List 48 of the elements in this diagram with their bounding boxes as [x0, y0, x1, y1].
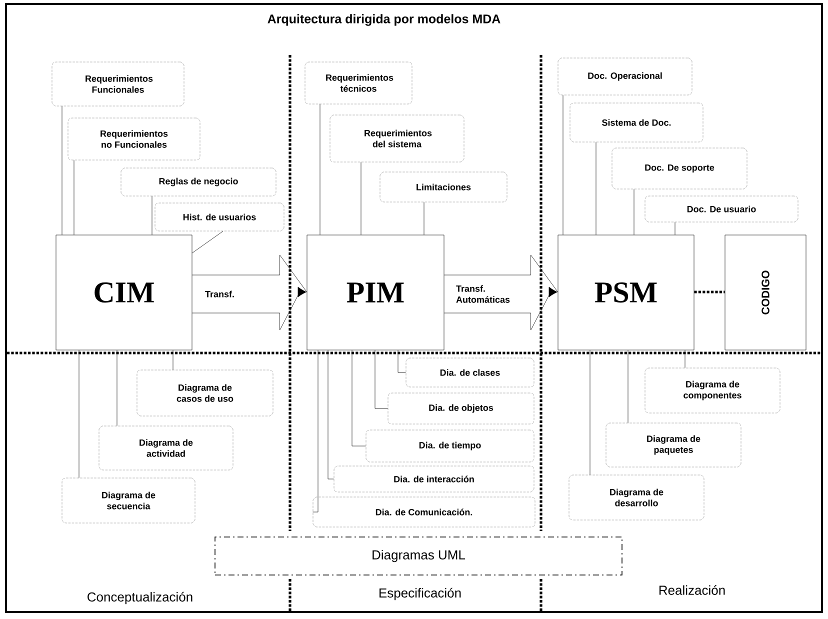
- section-label: Conceptualización: [88, 592, 192, 604]
- note-box: Requerimientos no Funcionales: [68, 118, 200, 160]
- note-box: Requerimientos técnicos: [304, 62, 412, 104]
- leader-line: [192, 231, 224, 254]
- title: Arquitectura dirigida por modelos MDA: [268, 14, 500, 26]
- note-box: Doc. De usuario: [644, 196, 798, 222]
- leader-line: [674, 222, 676, 235]
- note-box: Diagrama de secuencia: [62, 478, 196, 524]
- note-box: Diagrama de componentes: [644, 368, 780, 414]
- note-box: Diagrama de desarrollo: [568, 474, 704, 520]
- note-box: Doc. De soporte: [612, 148, 748, 190]
- leader-line: [172, 350, 174, 370]
- block-arrow: [444, 254, 558, 330]
- note-box: Dia. de tiempo: [366, 430, 534, 462]
- note-box: Dia. de objetos: [388, 392, 534, 424]
- section-label: Realización: [659, 585, 725, 595]
- note-box: Dia. de Comunicación.: [312, 496, 536, 528]
- leader-line: [684, 350, 686, 368]
- edge-label: Transf. Automáticas: [456, 285, 510, 303]
- leader-line: [374, 350, 388, 409]
- model-box: PIM: [306, 234, 444, 350]
- note-box: Doc. Operacional: [558, 58, 692, 96]
- note-box: Reglas de negocio: [120, 168, 276, 196]
- code-box: CODIGO: [724, 234, 806, 350]
- model-box: CIM: [56, 234, 192, 350]
- leader-line: [352, 350, 366, 446]
- note-box: Dia. de clases: [406, 358, 534, 388]
- dotted-connector: [694, 290, 725, 294]
- note-box: Requerimientos Funcionales: [52, 62, 184, 106]
- note-box: Requerimientos del sistema: [330, 114, 464, 162]
- note-box: Dia. de interacción: [334, 466, 534, 492]
- section-label: Especificación: [380, 588, 461, 600]
- leader-line: [562, 95, 564, 235]
- leader-line: [116, 350, 118, 426]
- note-box: Diagrama de paquetes: [606, 422, 742, 468]
- note-box: Hist. de usuarios: [154, 202, 284, 232]
- model-box: PSM: [558, 234, 694, 350]
- edge-label: Transf.: [205, 290, 234, 298]
- leader-line: [398, 350, 406, 373]
- leader-line: [312, 350, 318, 512]
- leader-line: [360, 162, 362, 235]
- note-box: Limitaciones: [380, 172, 508, 202]
- leader-line: [78, 350, 80, 478]
- note-box: Diagrama de casos de uso: [136, 370, 274, 416]
- note-box: Sistema de Doc.: [570, 102, 704, 142]
- block-arrow: [192, 254, 307, 330]
- note-box: Diagrama de actividad: [98, 426, 234, 470]
- leader-line: [328, 350, 334, 480]
